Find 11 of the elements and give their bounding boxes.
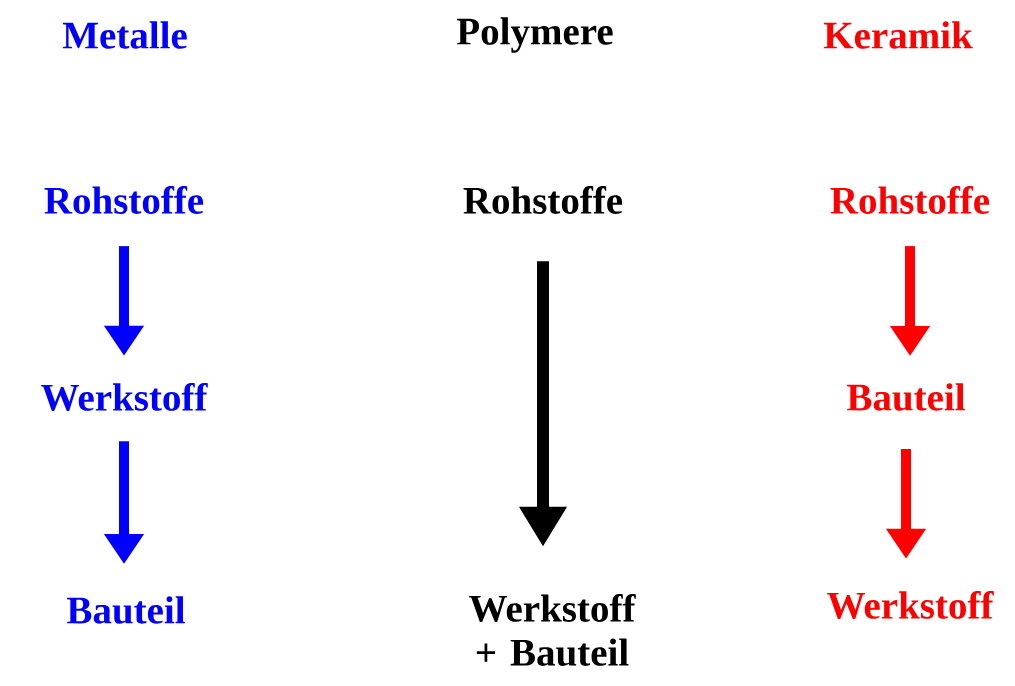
process-label: Rohstoffe bbox=[463, 186, 623, 214]
process-label: Rohstoffe bbox=[830, 186, 990, 214]
process-label: Werkstoff bbox=[827, 591, 994, 620]
process-label: Bauteil bbox=[67, 596, 185, 624]
process-label: Bauteil bbox=[847, 383, 965, 411]
process-label: Werkstoff bbox=[41, 383, 208, 412]
column-heading: Metalle bbox=[62, 21, 187, 49]
column-heading: Keramik bbox=[823, 21, 973, 49]
process-label: Werkstoff + Bauteil bbox=[469, 594, 636, 666]
column-heading: Polymere bbox=[457, 17, 613, 53]
process-label: Rohstoffe bbox=[44, 186, 204, 214]
